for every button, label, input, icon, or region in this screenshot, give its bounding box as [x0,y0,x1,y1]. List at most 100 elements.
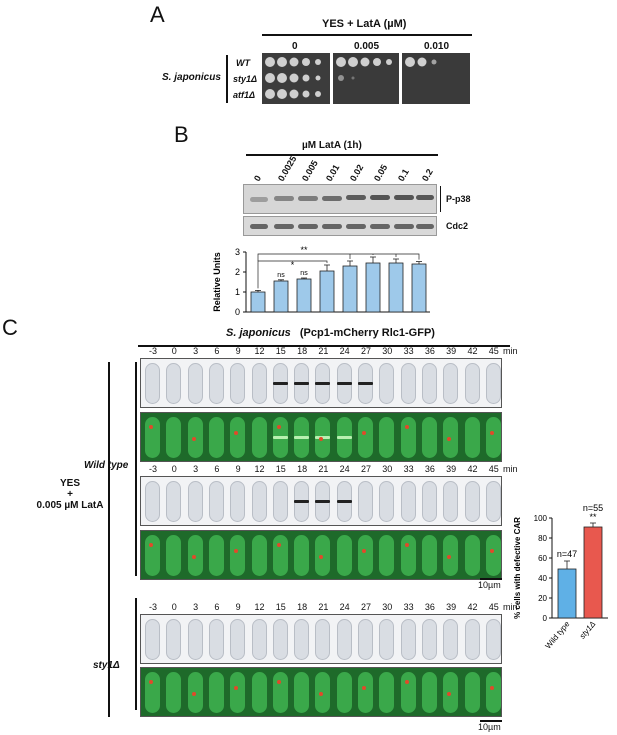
cell-image [208,672,224,713]
cell-image [379,535,395,576]
time-label: -3 [148,602,157,612]
cell-image [230,363,246,404]
panel-c-header-markers: (Pcp1-mCherry Rlc1-GFP) [299,327,435,339]
condition-label: YES + 0.005 µM LatA [37,478,104,511]
chart-c-category-0: Wild type [543,619,571,650]
cell-image [400,481,416,522]
cell-image [145,417,160,458]
spindle-pole-dot [191,437,196,441]
cell-image [187,619,203,660]
cell-image [464,417,480,458]
spindle-pole-dot [489,686,494,690]
chart-c-ytick-label: 100 [534,514,548,523]
cell-image [145,481,160,522]
time-label: -3 [148,346,157,356]
cell-image [443,481,459,522]
contractile-ring [294,382,310,385]
chart-b-bar-4 [342,265,358,313]
spindle-pole-dot [447,437,452,441]
time-label: -3 [148,464,157,474]
time-label: 33 [403,346,414,356]
chart-b-bar-3 [319,270,335,313]
spot-plate-1 [333,53,399,104]
time-label: 27 [360,602,371,612]
condition-line-2: + [67,489,73,500]
cell-image [379,417,395,458]
time-label: 15 [275,346,286,356]
chart-b-bar-0 [250,291,266,313]
cell-image [464,619,480,660]
time-label: 3 [193,602,199,612]
spindle-pole-dot [404,680,409,684]
time-label: 36 [424,346,435,356]
time-label: 21 [318,464,329,474]
cell-image [464,363,480,404]
spindle-pole-dot [489,431,494,435]
time-label: 0 [171,602,177,612]
cell-image [251,363,267,404]
contractile-ring [315,382,331,385]
cell-image [485,619,501,660]
panel-a-header-rule [262,34,472,36]
lane-label-7: 0.2 [420,167,435,183]
cell-image [208,535,224,576]
cell-image [208,417,224,458]
cell-image [166,619,182,660]
time-label: 9 [235,346,241,356]
spindle-pole-dot [319,555,324,559]
cell-image [485,481,501,522]
blot-label-p-p38: P-p38 [446,194,471,204]
blot-label-bracket [440,186,441,212]
cell-image [379,363,395,404]
chart-b-ytick-label: 1 [235,287,240,297]
cell-image [421,672,437,713]
time-label: 30 [382,346,393,356]
blot-p-p38 [243,184,437,214]
panel-c-header-rule [138,345,510,347]
cell-image [485,535,501,576]
chart-b-bar-5 [365,262,381,313]
lane-label-0: 0 [252,173,264,183]
time-label: 42 [467,464,478,474]
spindle-pole-dot [404,543,409,547]
spindle-pole-dot [234,549,239,553]
cell-image [421,619,437,660]
lane-label-3: 0.01 [324,162,342,183]
cell-image [485,672,501,713]
wt-bracket [135,362,137,576]
chart-c-ylabel: % cells with defective CAR [513,517,522,619]
lane-label-5: 0.05 [372,162,390,183]
cell-image [464,535,480,576]
time-label: 39 [446,346,457,356]
cell-image [379,619,395,660]
chart-b-sig-star-2: ** [300,245,308,255]
cell-image [251,619,267,660]
spindle-pole-dot [404,425,409,429]
cell-image [443,619,459,660]
spindle-pole-dot [447,555,452,559]
cell-image [400,672,416,713]
time-label: 0 [171,346,177,356]
cell-image [443,363,459,404]
time-label: 18 [297,346,308,356]
cell-image [251,417,267,458]
panel-a-strain-wt: WT [236,58,250,68]
contractile-ring [294,500,310,503]
time-label: 18 [297,464,308,474]
scale-bar-1-label: 10µm [478,580,501,590]
panel-b-letter: B [174,122,189,147]
cell-image [145,363,160,404]
cell-image [485,417,501,458]
cell-image [272,672,288,713]
condition-line-3: 0.005 µM LatA [36,500,104,511]
chart-b-sig-bracket-1 [257,260,328,289]
cell-image [230,619,246,660]
time-label: 9 [235,464,241,474]
spindle-pole-dot [234,686,239,690]
timelapse-strip-2-0 [140,614,502,664]
panel-c-letter: C [2,315,18,340]
chart-b-bar-1 [273,280,289,313]
spindle-pole-dot [447,692,452,696]
chart-c-n-label-0: n=47 [557,549,577,559]
